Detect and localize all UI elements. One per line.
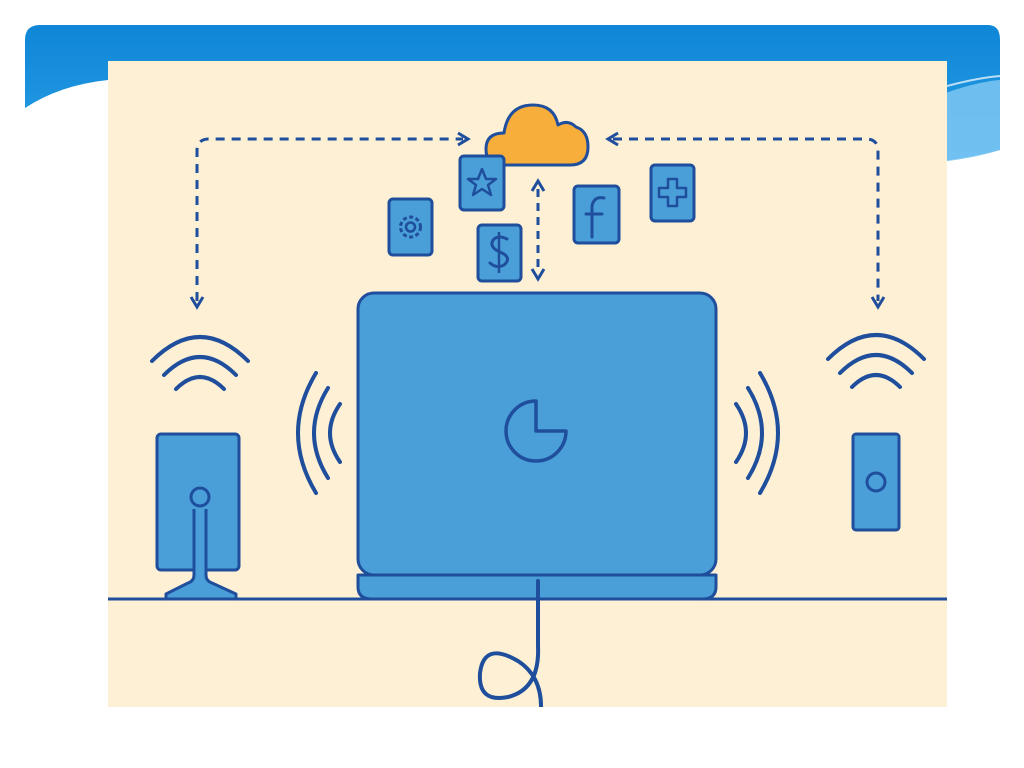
right-arrow-head-down <box>870 296 886 310</box>
banner-wave-highlight <box>940 80 1000 162</box>
right-arrow-head-left <box>605 131 619 147</box>
right-sync-arrow <box>613 137 880 301</box>
desktop-monitor <box>155 432 241 601</box>
connected-devices-illustration <box>108 61 947 707</box>
gear-icon <box>387 197 434 257</box>
dollar-icon <box>476 223 523 283</box>
medical-cross-icon <box>649 163 696 223</box>
laptop-cable <box>477 579 543 707</box>
center-arrow-head-up <box>530 178 546 192</box>
star-icon <box>458 154 506 212</box>
signal-waves-right <box>734 371 780 495</box>
cloud-icon <box>484 103 590 167</box>
laptop <box>356 291 718 601</box>
smartphone <box>851 432 901 532</box>
wifi-icon <box>826 333 926 389</box>
facebook-icon <box>572 184 621 245</box>
signal-waves-left <box>296 371 342 495</box>
pie-chart-icon <box>504 399 568 463</box>
wifi-icon <box>150 335 250 391</box>
left-arrow-head-down <box>189 296 205 310</box>
left-sync-arrow <box>195 137 463 301</box>
laptop-screen <box>356 291 718 577</box>
left-arrow-head-right <box>457 131 471 147</box>
center-arrow-head-down <box>530 268 546 282</box>
banner-shape <box>25 25 1000 165</box>
